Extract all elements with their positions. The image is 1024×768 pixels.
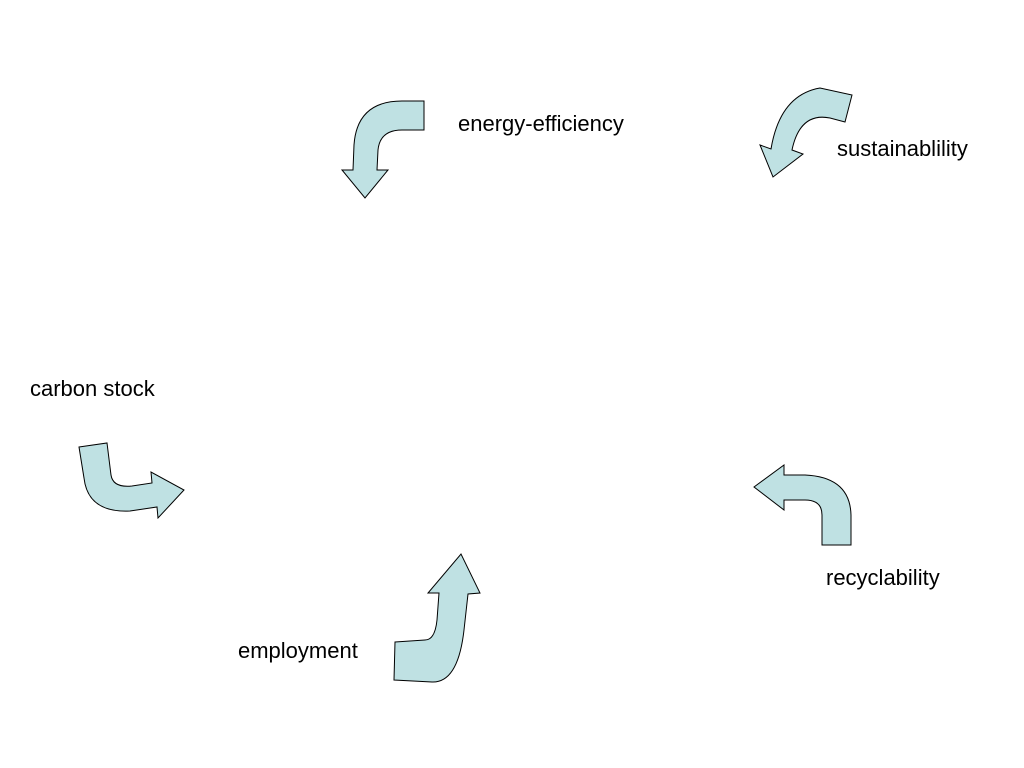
- sustainability-arrow-shape: [759, 87, 853, 178]
- energy-efficiency-arrow-shape: [340, 100, 425, 199]
- recyclability-curved-arrow-icon: [753, 464, 852, 546]
- energy-efficiency-curved-arrow-icon: [340, 100, 425, 199]
- sustainability-curved-arrow-icon: [759, 87, 853, 178]
- carbon-stock-arrow-shape: [78, 442, 185, 520]
- employment-arrow-shape: [393, 553, 481, 683]
- recyclability-arrow-shape: [753, 464, 852, 546]
- energy-efficiency-label: energy-efficiency: [458, 111, 624, 136]
- employment-label: employment: [238, 638, 358, 663]
- sustainability-label: sustainablility: [837, 136, 968, 161]
- carbon-stock-curved-arrow-icon: [78, 442, 185, 520]
- employment-curved-arrow-icon: [393, 553, 481, 683]
- recyclability-label: recyclability: [826, 565, 940, 590]
- carbon-stock-label: carbon stock: [30, 376, 155, 401]
